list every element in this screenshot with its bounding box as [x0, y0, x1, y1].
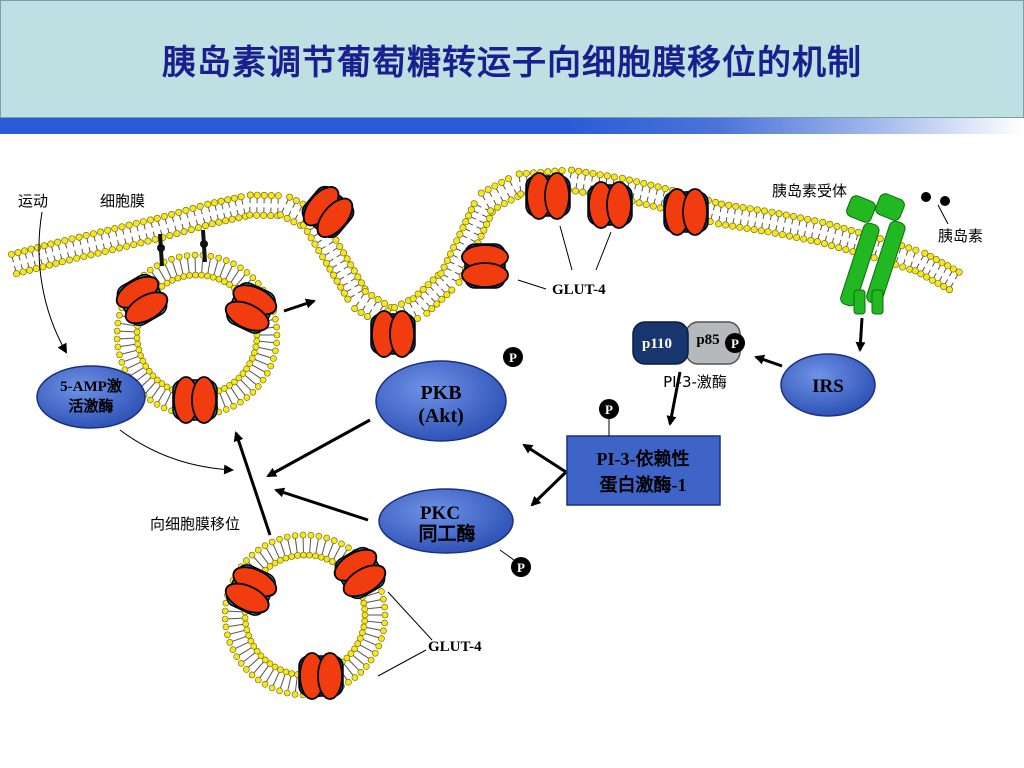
- pkb-oval: [375, 360, 507, 442]
- glut4-transporter: [115, 273, 169, 327]
- pi3k-complex: p110 p85 P: [632, 321, 745, 365]
- glut4-transporter: [587, 181, 633, 229]
- insulin-receptor-label: 胰岛素受体: [772, 182, 847, 200]
- glut4-label-lower: GLUT-4: [428, 639, 482, 655]
- ampk-arrow: [119, 429, 234, 475]
- phospho-pkc-badge: [511, 557, 531, 577]
- phospho-p85-badge: [725, 333, 745, 353]
- glut4-label-upper: GLUT-4: [552, 282, 606, 298]
- glut4-transporter: [224, 564, 278, 616]
- phospho-pkc-leader: [499, 549, 515, 561]
- cell-membrane: [7, 166, 963, 333]
- ampk-label-1: 5-AMP激: [60, 377, 123, 395]
- pi3k-label: PI-3-激酶: [663, 373, 727, 391]
- glut4-transporters: [115, 172, 709, 700]
- pkb-label-2: (Akt): [418, 405, 464, 427]
- pdk1-box: [566, 435, 721, 506]
- insulin-molecule: [921, 192, 931, 202]
- glut4-transporter: [298, 652, 344, 700]
- exercise-arrow: [38, 211, 67, 354]
- ampk-oval: [36, 365, 146, 429]
- phospho-pdk1-label: P: [605, 402, 613, 417]
- p110-label: p110: [642, 336, 672, 352]
- phospho-pkb-label: P: [509, 350, 517, 365]
- phospho-pdk1-badge: [599, 399, 619, 419]
- p85-label: p85: [696, 332, 719, 348]
- pkc-oval: [378, 488, 514, 554]
- pkb-label-1: PKB: [420, 382, 461, 404]
- irs-label: IRS: [812, 376, 844, 397]
- title-bar: 胰岛素调节葡萄糖转运子向细胞膜移位的机制: [0, 0, 1024, 118]
- phospho-p85-label: P: [731, 336, 739, 351]
- glut4-transporter: [525, 172, 571, 220]
- glut4-transporter: [172, 376, 218, 424]
- glut4-transporter: [333, 546, 387, 600]
- pdk1-label-1: PI-3-依赖性: [597, 448, 690, 469]
- page-title: 胰岛素调节葡萄糖转运子向细胞膜移位的机制: [162, 42, 862, 83]
- glut4-transporter: [663, 188, 709, 236]
- insulin-molecule: [940, 196, 950, 206]
- pdk1-label-2: 蛋白激酶-1: [600, 474, 687, 495]
- pkc-label-2: 同工酶: [418, 522, 475, 545]
- insulin-label: 胰岛素: [938, 227, 983, 245]
- glut4-transporter: [461, 243, 509, 289]
- p110-subunit: [632, 321, 689, 365]
- glut4-leaders: [377, 204, 949, 677]
- glut4-transporter: [301, 185, 355, 239]
- translocation-label: 向细胞膜移位: [150, 515, 240, 533]
- signal-arrows: [233, 298, 866, 536]
- cell-membrane-label: 细胞膜: [100, 192, 145, 210]
- pkc-label-1: PKC: [420, 503, 460, 524]
- glut4-transporter: [224, 282, 278, 334]
- phospho-pkb-badge: [503, 347, 523, 367]
- irs-oval: [780, 353, 876, 417]
- ampk-label-2: 活激酶: [68, 397, 113, 415]
- glut4-transporter: [370, 310, 416, 358]
- insulin-receptor-shape: [840, 193, 906, 315]
- exercise-label: 运动: [18, 192, 48, 210]
- title-stripe: [0, 118, 1024, 134]
- phospho-pkc-label: P: [517, 560, 525, 575]
